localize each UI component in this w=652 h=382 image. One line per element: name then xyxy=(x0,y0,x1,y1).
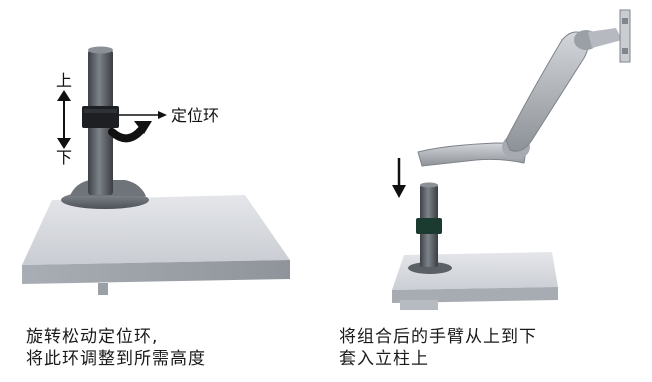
desk-top xyxy=(22,195,290,265)
up-arrow-icon xyxy=(57,90,71,101)
upper-arm xyxy=(505,31,589,152)
rotate-arrow-icon xyxy=(108,125,146,143)
desk-front xyxy=(392,287,558,303)
clamp xyxy=(400,300,438,310)
pole-base xyxy=(408,262,452,274)
label-positioning-ring: 定位环 xyxy=(171,106,219,125)
down-arrow-icon xyxy=(57,138,71,149)
down-arrow-icon xyxy=(392,185,406,198)
left-caption-line1: 旋转松动定位环, xyxy=(26,327,159,347)
desk-front xyxy=(22,260,290,284)
left-caption: 旋转松动定位环, 将此环调整到所需高度 xyxy=(26,326,206,370)
left-instruction-panel: 上 下 定位环 旋转松动定位环, 将此环调整到所需高度 xyxy=(22,46,290,370)
right-instruction-panel: 将组合后的手臂从上到下 套入立柱上 xyxy=(326,0,652,382)
label-up: 上 xyxy=(56,71,72,90)
vesa-plate xyxy=(619,9,631,63)
right-caption-line1: 将组合后的手臂从上到下 xyxy=(339,327,537,347)
clamp-screw xyxy=(98,283,108,295)
label-down: 下 xyxy=(56,148,72,167)
positioning-ring xyxy=(416,218,442,234)
positioning-ring-illustration: 上 下 定位环 xyxy=(22,46,290,295)
right-caption: 将组合后的手臂从上到下 套入立柱上 xyxy=(339,326,537,370)
left-caption-line2: 将此环调整到所需高度 xyxy=(26,349,206,369)
arm-assembly-illustration xyxy=(392,9,631,310)
right-caption-line2: 套入立柱上 xyxy=(339,349,429,369)
